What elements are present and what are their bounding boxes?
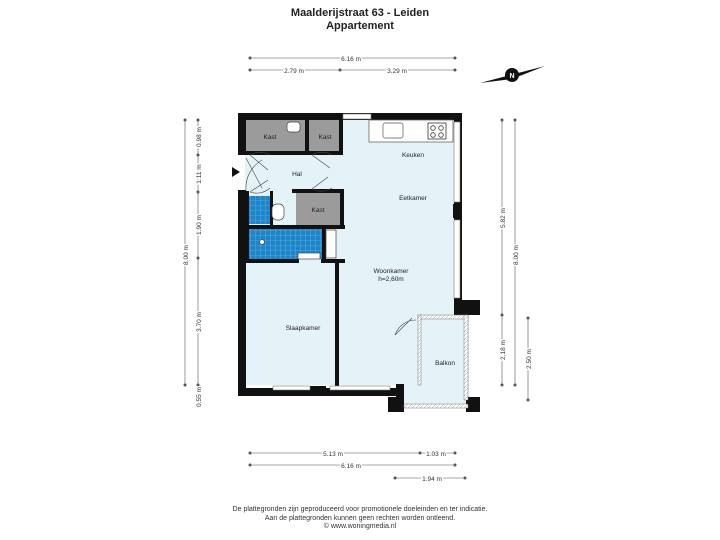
room-label-kast-2: Kast bbox=[318, 134, 331, 141]
kitchen-counter bbox=[368, 119, 454, 143]
door-toilet bbox=[249, 179, 271, 194]
svg-text:N: N bbox=[509, 73, 514, 80]
disclaimer-line-2: Aan de plattegronden kunnen geen rechten… bbox=[264, 514, 456, 522]
hal-floor bbox=[245, 155, 340, 193]
kast-storage-2 bbox=[309, 120, 341, 154]
address-title: Maalderijstraat 63 - Leiden bbox=[290, 7, 430, 19]
balkon-floor bbox=[404, 315, 469, 405]
dim-bottom-left: 5.13 m bbox=[323, 451, 343, 458]
room-label-balkon: Balkon bbox=[435, 360, 455, 367]
compass-icon: N bbox=[480, 66, 545, 83]
toilet-tiles bbox=[248, 196, 270, 224]
kast-storage-3 bbox=[296, 193, 340, 225]
sanitary-fixtures bbox=[259, 121, 337, 260]
room-label-hal: Hal bbox=[292, 171, 302, 178]
washbasin-icon bbox=[286, 121, 301, 133]
dim-bottom-balkon: 1.94 m bbox=[422, 476, 442, 483]
doors bbox=[245, 152, 417, 336]
dim-left-3: 1.90 m bbox=[196, 215, 203, 235]
room-label-slaapkamer: Slaapkamer bbox=[286, 325, 322, 332]
dim-left-5: 0.55 m bbox=[196, 387, 203, 407]
dim-bottom-right: 1.03 m bbox=[426, 451, 446, 458]
dim-right-total: 8.00 m bbox=[513, 245, 520, 265]
windows bbox=[272, 113, 461, 391]
floor-areas bbox=[245, 120, 469, 405]
room-label-eetkamer: Eetkamer bbox=[399, 195, 428, 202]
dim-right-lower-a: 2.18 m bbox=[500, 340, 507, 360]
disclaimer-footer: De plattegronden zijn geproduceerd voor … bbox=[0, 506, 720, 532]
dim-left-1: 0.98 m bbox=[196, 127, 203, 147]
balkon-railing bbox=[403, 314, 469, 409]
stove-icon bbox=[427, 122, 447, 140]
copyright-line: © www.woningmedia.nl bbox=[323, 523, 397, 530]
dimension-lines bbox=[183, 56, 530, 480]
door-hal-kast bbox=[249, 152, 271, 171]
dim-bottom-total: 6.16 m bbox=[341, 463, 361, 470]
dim-right-lower-b: 2.50 m bbox=[526, 349, 533, 369]
shower-drain-icon bbox=[259, 239, 265, 245]
dim-top-total: 6.16 m bbox=[341, 56, 361, 63]
door-bedroom bbox=[394, 317, 417, 336]
dim-top-left: 2.79 m bbox=[284, 68, 304, 75]
entrance-arrow-icon bbox=[232, 167, 240, 177]
dimension-labels: 6.16 m 2.79 m 3.29 m 8.00 m 0.98 m 1.11 … bbox=[182, 55, 535, 485]
dim-left-total: 8.00 m bbox=[183, 245, 190, 265]
washer-icon bbox=[325, 229, 337, 259]
bath-drain-icon bbox=[297, 252, 321, 260]
dim-right-upper: 5.82 m bbox=[500, 208, 507, 228]
property-type: Appartement bbox=[326, 20, 394, 32]
door-kast3 bbox=[311, 176, 333, 192]
sink-icon bbox=[382, 122, 404, 139]
door-kast2 bbox=[311, 152, 333, 169]
room-label-kast-3: Kast bbox=[311, 207, 324, 214]
disclaimer-line-1: De plattegronden zijn geproduceerd voor … bbox=[232, 506, 488, 513]
toilet-icon bbox=[271, 203, 285, 221]
room-label-keuken: Keuken bbox=[402, 152, 424, 159]
dim-top-right: 3.29 m bbox=[387, 68, 407, 75]
room-label-kast-1: Kast bbox=[263, 134, 276, 141]
dim-left-4: 3.70 m bbox=[196, 312, 203, 332]
dim-left-2: 1.11 m bbox=[196, 164, 203, 183]
room-label-woonkamer: Woonkamer bbox=[374, 268, 410, 275]
door-entrance bbox=[245, 157, 263, 191]
room-label-woonkamer-height: h=2,60m bbox=[378, 276, 403, 283]
